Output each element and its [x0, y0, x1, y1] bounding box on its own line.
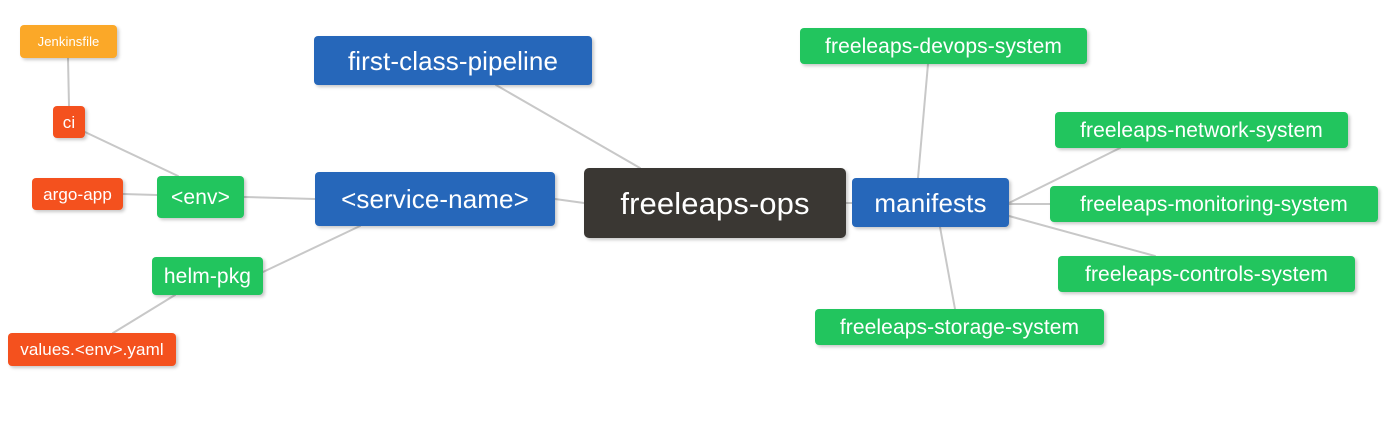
mindmap-node-first-class-pipeline[interactable]: first-class-pipeline	[314, 36, 592, 85]
mindmap-node-freeleaps-controls-system[interactable]: freeleaps-controls-system	[1058, 256, 1355, 292]
mindmap-node-label: <env>	[171, 185, 230, 209]
mindmap-node-env[interactable]: <env>	[157, 176, 244, 218]
mindmap-edge	[554, 198, 585, 204]
mindmap-node-ci[interactable]: ci	[53, 106, 85, 138]
mindmap-node-argo-app[interactable]: argo-app	[32, 178, 123, 210]
mindmap-node-label: freeleaps-monitoring-system	[1080, 192, 1348, 216]
mindmap-node-label: helm-pkg	[163, 264, 252, 288]
mindmap-node-label: freeleaps-devops-system	[825, 34, 1062, 58]
mindmap-node-label: ci	[62, 112, 76, 132]
mindmap-node-label: <service-name>	[341, 184, 529, 214]
mindmap-node-freeleaps-monitoring-system[interactable]: freeleaps-monitoring-system	[1050, 186, 1378, 222]
mindmap-edge	[1008, 215, 1156, 257]
mindmap-node-label: argo-app	[43, 184, 112, 204]
mindmap-edge	[262, 225, 361, 273]
mindmap-node-helm-pkg[interactable]: helm-pkg	[152, 257, 263, 295]
mindmap-edge	[112, 294, 176, 334]
mindmap-node-service-name[interactable]: <service-name>	[315, 172, 555, 226]
mindmap-node-manifests[interactable]: manifests	[852, 178, 1009, 227]
mindmap-node-freeleaps-devops-system[interactable]: freeleaps-devops-system	[800, 28, 1087, 64]
mindmap-node-label: freeleaps-controls-system	[1085, 262, 1328, 286]
mindmap-node-values-env-yaml[interactable]: values.<env>.yaml	[8, 333, 176, 366]
mindmap-node-freeleaps-network-system[interactable]: freeleaps-network-system	[1055, 112, 1348, 148]
mindmap-edge	[243, 196, 316, 200]
mindmap-node-label: first-class-pipeline	[347, 45, 559, 76]
mindmap-edge	[917, 63, 929, 179]
mindmap-node-jenkinsfile[interactable]: Jenkinsfile	[20, 25, 117, 58]
mindmap-node-label: freeleaps-network-system	[1080, 118, 1323, 142]
mindmap-node-label: freeleaps-ops	[620, 185, 810, 221]
mindmap-edge	[67, 57, 70, 107]
mindmap-node-label: freeleaps-storage-system	[839, 315, 1080, 339]
mindmap-node-label: values.<env>.yaml	[20, 340, 164, 359]
mindmap-edge	[495, 84, 641, 169]
mindmap-edge	[939, 226, 956, 310]
mindmap-edge	[122, 193, 158, 196]
mindmap-node-label: manifests	[874, 187, 987, 218]
mindmap-node-label: Jenkinsfile	[37, 34, 100, 49]
mindmap-node-freeleaps-storage-system[interactable]: freeleaps-storage-system	[815, 309, 1104, 345]
mindmap-edge	[84, 131, 179, 177]
mindmap-node-freeleaps-ops[interactable]: freeleaps-ops	[584, 168, 846, 238]
